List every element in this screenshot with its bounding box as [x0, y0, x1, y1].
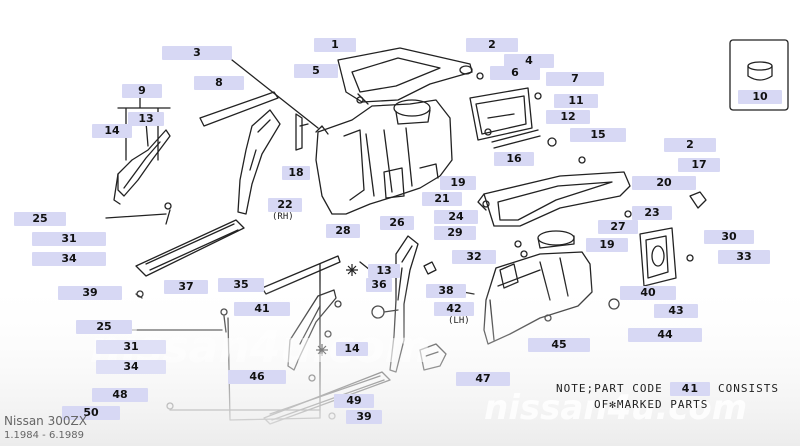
part-label-48[interactable]: 48: [92, 388, 148, 402]
part-label-25[interactable]: 25: [14, 212, 66, 226]
part-label-40[interactable]: 40: [620, 286, 676, 300]
part-label-45[interactable]: 45: [528, 338, 590, 352]
part-label-34[interactable]: 34: [32, 252, 106, 266]
part-label-20[interactable]: 20: [632, 176, 696, 190]
part-label-19[interactable]: 19: [440, 176, 476, 190]
part-label-21[interactable]: 21: [422, 192, 462, 206]
footer-years: 1.1984 - 6.1989: [4, 430, 84, 441]
part-label-1[interactable]: 1: [314, 38, 356, 52]
part-label-11[interactable]: 11: [554, 94, 598, 108]
part-label-5[interactable]: 5: [294, 64, 338, 78]
asterisk-mark-icon: ✻: [609, 398, 617, 411]
part-label-3[interactable]: 3: [162, 46, 232, 60]
part-label-29[interactable]: 29: [434, 226, 476, 240]
part-label-31-b[interactable]: 31: [96, 340, 166, 354]
part-label-7[interactable]: 7: [546, 72, 604, 86]
part-label-13-b[interactable]: 13: [368, 264, 400, 278]
part-label-2-b[interactable]: 2: [664, 138, 716, 152]
rh-indicator: (RH): [272, 212, 294, 222]
part-label-30[interactable]: 30: [704, 230, 754, 244]
part-label-28[interactable]: 28: [326, 224, 360, 238]
part-label-47[interactable]: 47: [456, 372, 510, 386]
part-label-39[interactable]: 39: [58, 286, 122, 300]
part-label-43[interactable]: 43: [654, 304, 698, 318]
part-label-12[interactable]: 12: [546, 110, 590, 124]
part-label-35[interactable]: 35: [218, 278, 264, 292]
part-label-4[interactable]: 4: [504, 54, 554, 68]
part-label-6[interactable]: 6: [490, 66, 540, 80]
part-label-26[interactable]: 26: [380, 216, 414, 230]
part-label-22[interactable]: 22: [268, 198, 302, 212]
part-label-31[interactable]: 31: [32, 232, 106, 246]
part-label-25-b[interactable]: 25: [76, 320, 132, 334]
part-label-18[interactable]: 18: [282, 166, 310, 180]
note-line-2: OF✻MARKED PARTS: [594, 398, 708, 411]
part-label-9[interactable]: 9: [122, 84, 162, 98]
note-prefix: NOTE;PART CODE: [556, 382, 663, 395]
part-label-34-b[interactable]: 34: [96, 360, 166, 374]
part-label-41[interactable]: 41: [234, 302, 290, 316]
part-label-23[interactable]: 23: [632, 206, 672, 220]
part-label-42[interactable]: 42: [434, 302, 474, 316]
part-label-27[interactable]: 27: [598, 220, 638, 234]
note-marked-parts: MARKED PARTS: [616, 398, 709, 411]
part-label-39-b[interactable]: 39: [346, 410, 382, 424]
part-label-32[interactable]: 32: [452, 250, 496, 264]
part-label-2[interactable]: 2: [466, 38, 518, 52]
part-label-14[interactable]: 14: [92, 124, 132, 138]
part-label-36[interactable]: 36: [366, 278, 392, 292]
part-label-44[interactable]: 44: [628, 328, 702, 342]
footer-model: Nissan 300ZX: [4, 414, 87, 428]
part-label-19-b[interactable]: 19: [586, 238, 628, 252]
part-label-46[interactable]: 46: [228, 370, 286, 384]
part-label-38[interactable]: 38: [426, 284, 466, 298]
part-label-13[interactable]: 13: [128, 112, 164, 126]
part-label-49[interactable]: 49: [334, 394, 374, 408]
note-part-code-41[interactable]: 41: [670, 382, 711, 396]
part-label-50[interactable]: 50: [62, 406, 120, 420]
part-label-33[interactable]: 33: [718, 250, 770, 264]
note-line-1: NOTE;PART CODE 41 CONSISTS: [556, 382, 779, 396]
part-label-14-b[interactable]: 14: [336, 342, 368, 356]
lh-indicator: (LH): [448, 316, 470, 326]
note-consists: CONSISTS: [717, 382, 779, 395]
part-label-16[interactable]: 16: [494, 152, 534, 166]
part-label-8[interactable]: 8: [194, 76, 244, 90]
part-label-15[interactable]: 15: [570, 128, 626, 142]
part-label-24[interactable]: 24: [434, 210, 478, 224]
part-label-10[interactable]: 10: [738, 90, 782, 104]
part-label-17[interactable]: 17: [678, 158, 720, 172]
part-label-37[interactable]: 37: [164, 280, 208, 294]
note-of: OF: [594, 398, 610, 411]
